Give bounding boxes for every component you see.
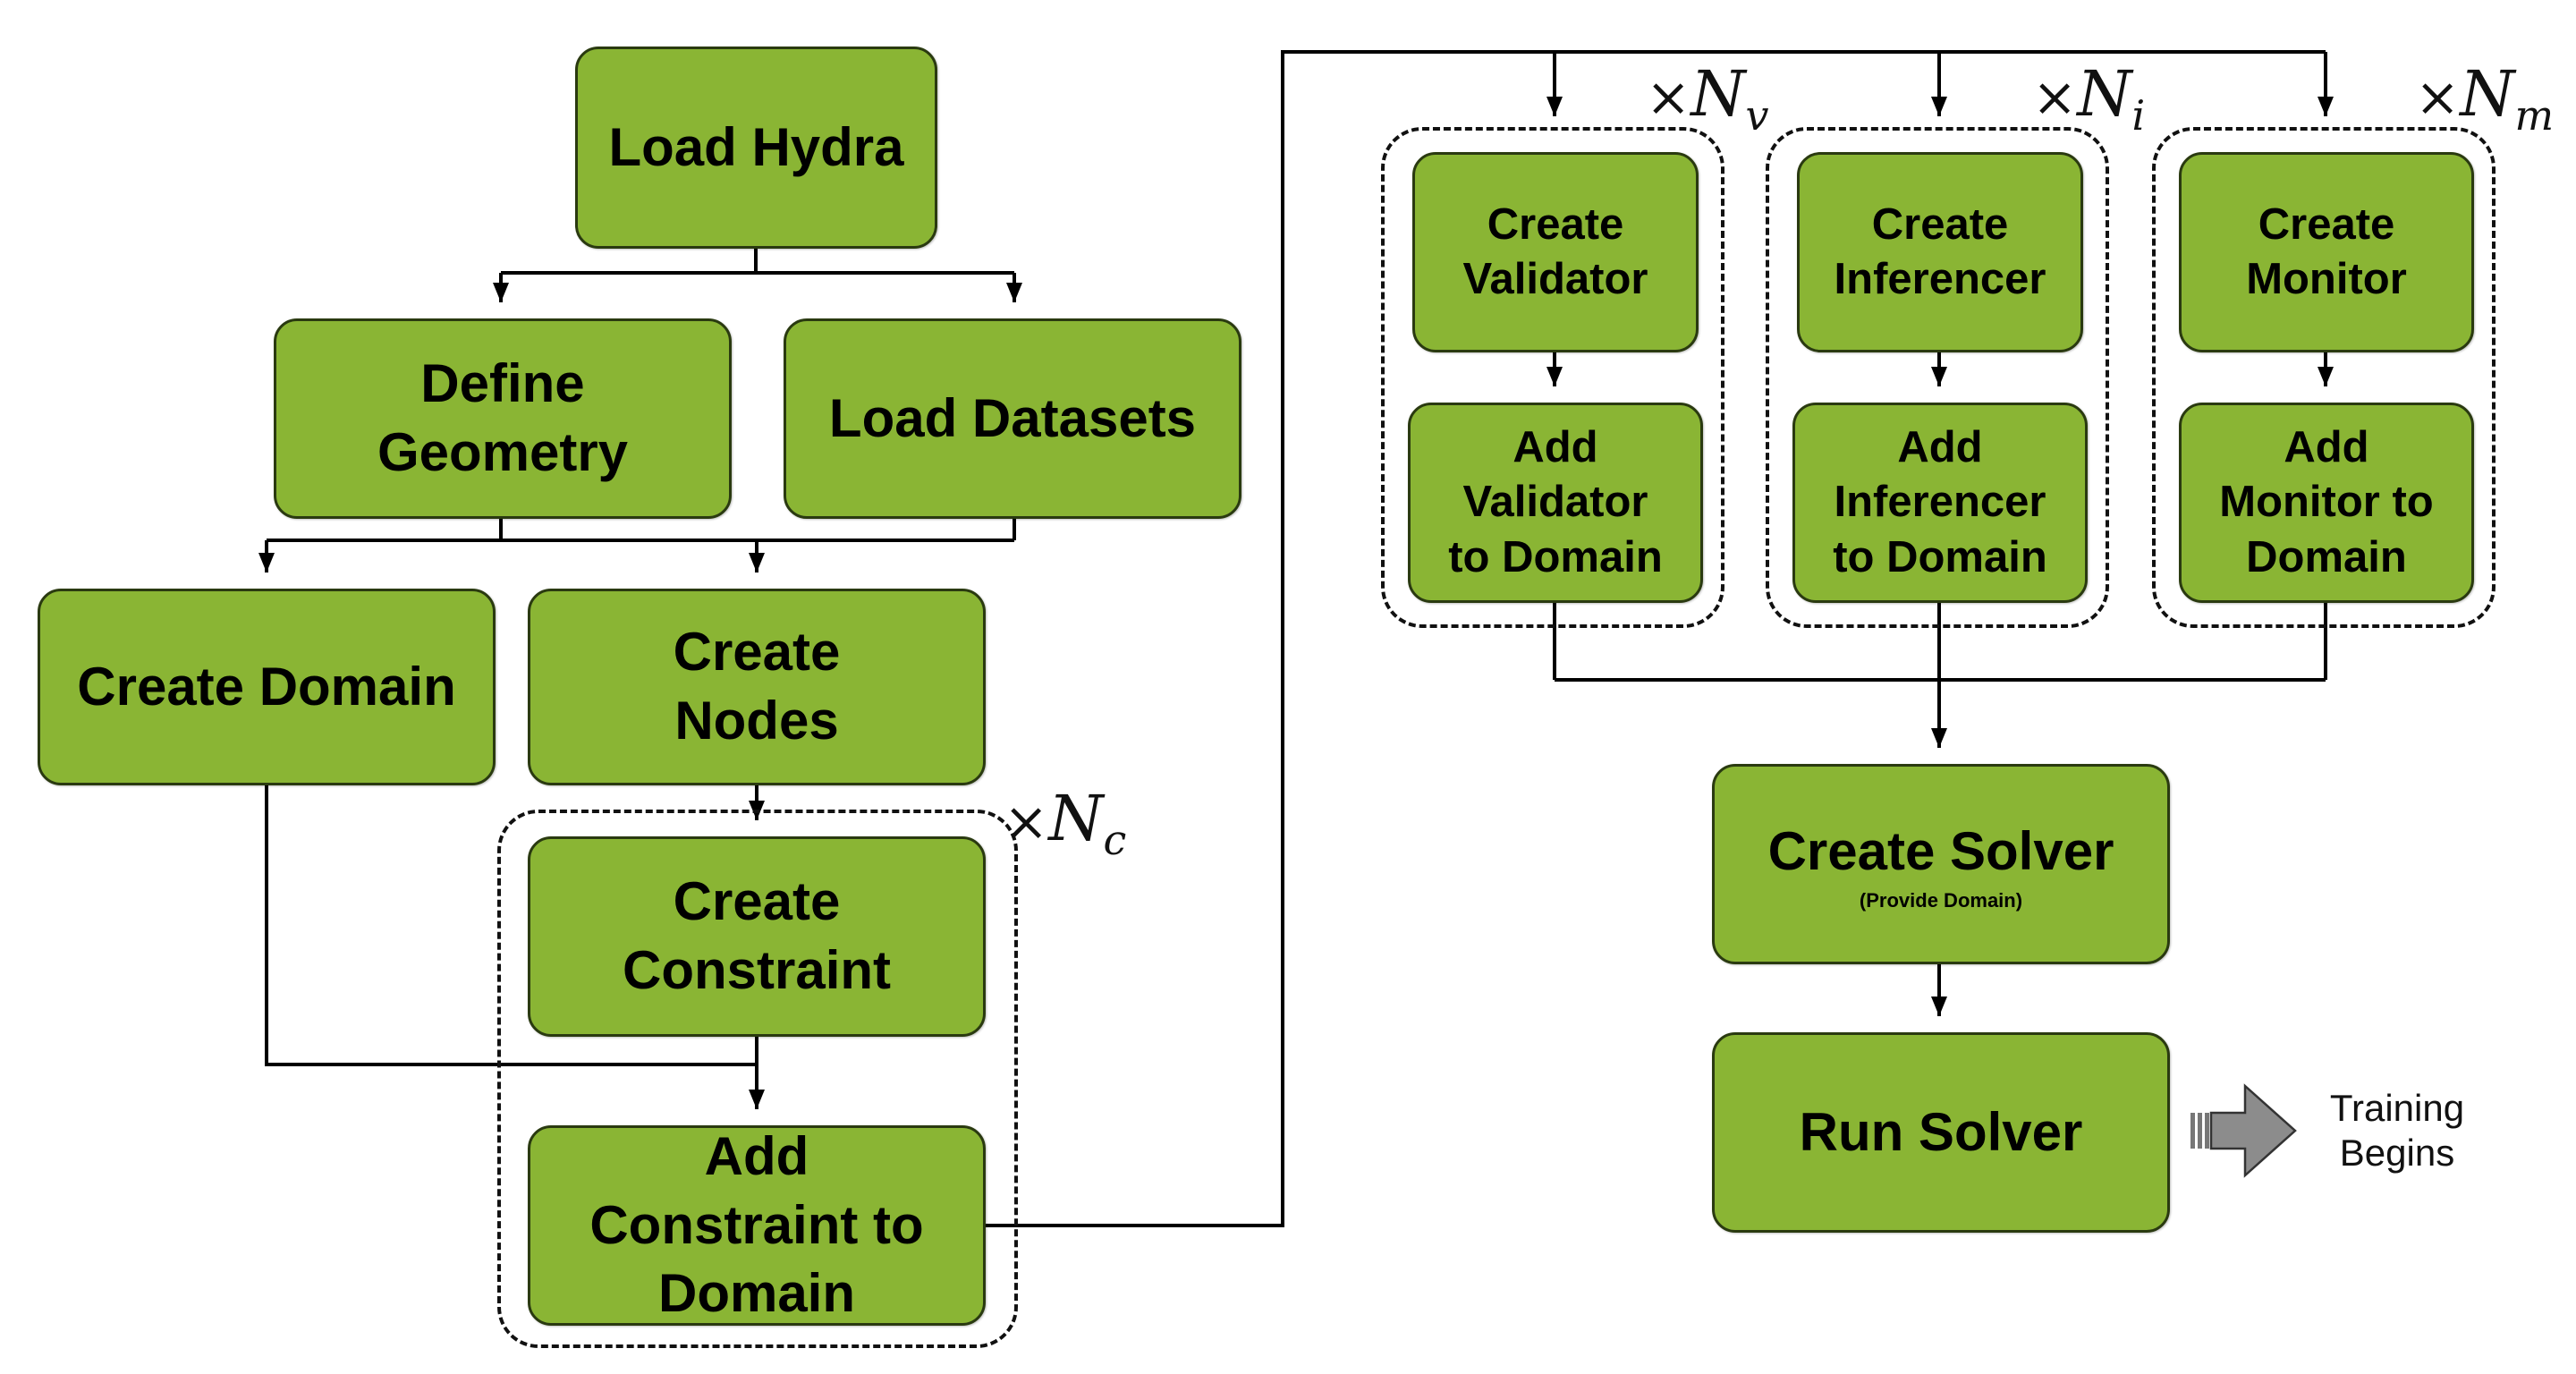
- arrowhead-0: [493, 283, 509, 302]
- create-inferencer-label: Create Inferencer: [1834, 199, 2046, 303]
- inferencer-count-label: ×Ni: [2032, 57, 2146, 140]
- load-datasets-label: Load Datasets: [828, 387, 1197, 448]
- load-datasets-node: Load Datasets: [784, 318, 1241, 519]
- constraint-count-label: ×Nc: [1004, 782, 1127, 864]
- monitor-count-label: ×Nm: [2415, 57, 2555, 140]
- create-solver-label: Create Solver: [1767, 820, 2114, 881]
- add-inferencer-node: Add Inferencer to Domain: [1792, 403, 2088, 603]
- training-begins-note: Training Begins: [2329, 1087, 2465, 1174]
- inferencer-loop-group: [1766, 127, 2109, 628]
- connector-constraint-exit: [986, 50, 2326, 1227]
- create-constraint-label: Create Constraint: [623, 871, 891, 1000]
- add-monitor-node: Add Monitor to Domain: [2179, 403, 2474, 603]
- add-inferencer-label: Add Inferencer to Domain: [1833, 423, 2047, 581]
- create-monitor-node: Create Monitor: [2179, 152, 2474, 352]
- validator-loop-group: [1381, 127, 1724, 628]
- create-solver-node: Create Solver (Provide Domain): [1712, 764, 2170, 964]
- add-constraint-node: Add Constraint to Domain: [528, 1125, 986, 1326]
- create-constraint-node: Create Constraint: [528, 836, 986, 1037]
- arrowhead-3: [749, 553, 765, 572]
- define-geometry-label: Define Geometry: [377, 353, 629, 482]
- arrowhead-6: [1546, 97, 1563, 116]
- add-validator-node: Add Validator to Domain: [1408, 403, 1703, 603]
- arrowhead-8: [2318, 97, 2334, 116]
- create-domain-label: Create Domain: [77, 656, 456, 717]
- constraint-loop-group: [497, 810, 1018, 1348]
- arrowhead-5: [749, 1090, 765, 1109]
- create-validator-node: Create Validator: [1412, 152, 1699, 352]
- load-hydra-label: Load Hydra: [608, 116, 904, 177]
- run-solver-label: Run Solver: [1799, 1101, 2083, 1162]
- load-hydra-node: Load Hydra: [575, 47, 937, 249]
- add-validator-label: Add Validator to Domain: [1448, 423, 1663, 581]
- create-solver-sublabel: (Provide Domain): [1859, 889, 2023, 912]
- right-block-arrow-icon: [2190, 1083, 2297, 1178]
- monitor-loop-group: [2152, 127, 2496, 628]
- arrowhead-11: [2318, 367, 2334, 386]
- create-monitor-label: Create Monitor: [2246, 199, 2407, 303]
- create-nodes-node: Create Nodes: [528, 589, 986, 785]
- create-validator-label: Create Validator: [1462, 199, 1648, 303]
- arrowhead-9: [1546, 367, 1563, 386]
- arrowhead-2: [258, 553, 275, 572]
- create-nodes-label: Create Nodes: [673, 622, 841, 751]
- arrowhead-1: [1006, 283, 1022, 302]
- run-solver-node: Run Solver: [1712, 1032, 2170, 1233]
- arrowhead-13: [1931, 997, 1947, 1016]
- create-domain-node: Create Domain: [38, 589, 496, 785]
- validator-count-label: ×Nv: [1646, 57, 1769, 140]
- connector-domain-down: [265, 785, 757, 1066]
- add-constraint-label: Add Constraint to Domain: [589, 1125, 924, 1324]
- create-inferencer-node: Create Inferencer: [1797, 152, 2083, 352]
- arrowhead-10: [1931, 367, 1947, 386]
- define-geometry-node: Define Geometry: [274, 318, 732, 519]
- arrowhead-7: [1931, 97, 1947, 116]
- arrowhead-12: [1931, 728, 1947, 748]
- add-monitor-label: Add Monitor to Domain: [2219, 423, 2434, 581]
